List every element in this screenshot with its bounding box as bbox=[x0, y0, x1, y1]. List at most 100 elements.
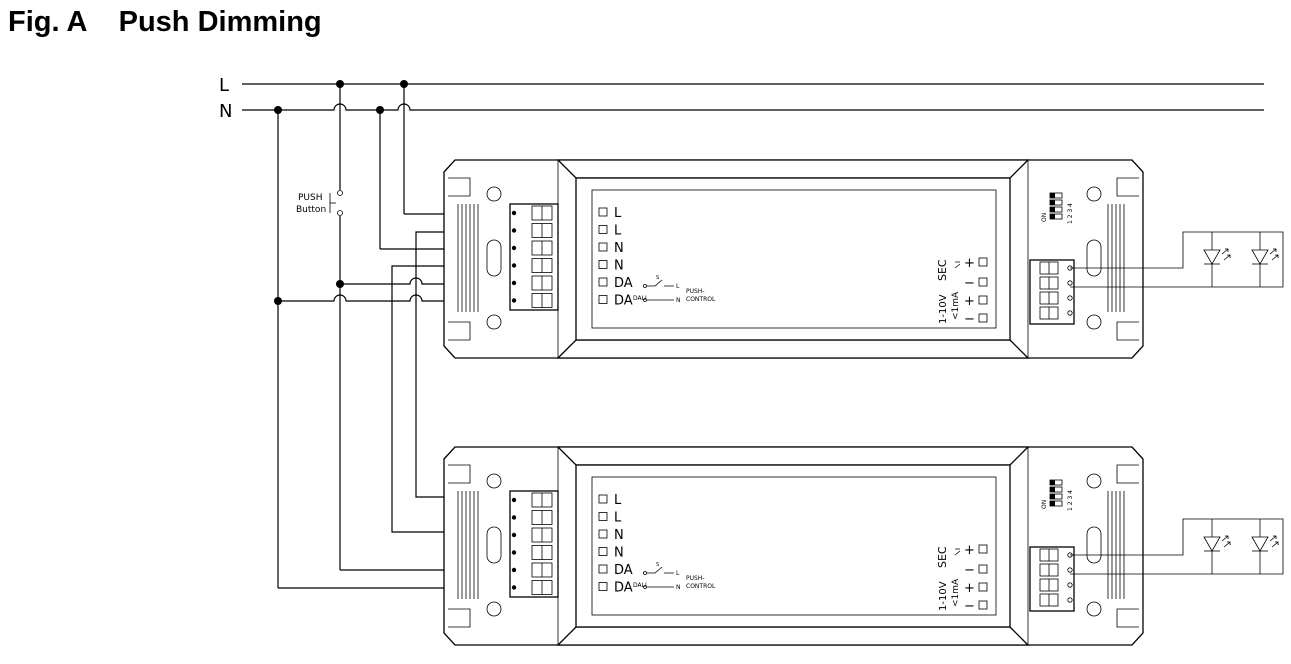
output-label-box bbox=[978, 600, 988, 610]
screw-icon bbox=[1086, 186, 1102, 202]
label-panel bbox=[575, 177, 1011, 341]
schematic-n-label: N bbox=[676, 297, 681, 304]
terminal-dot bbox=[511, 585, 517, 590]
polarity-label: + bbox=[964, 581, 975, 596]
junction-dot bbox=[274, 297, 282, 305]
schematic-s-label: S bbox=[656, 562, 659, 568]
schematic-node bbox=[643, 585, 647, 589]
junction-dot bbox=[336, 280, 344, 288]
strain-relief-slot bbox=[486, 239, 502, 277]
strain-relief-slot bbox=[1086, 239, 1102, 277]
led-2-light-rays-icon bbox=[1269, 248, 1279, 261]
dim-label-1: 1-10V bbox=[938, 581, 949, 611]
junction-dot bbox=[336, 80, 344, 88]
schematic-control-label: CONTROL bbox=[686, 583, 716, 590]
schematic-dali-label: DALI bbox=[633, 582, 647, 589]
output-terminal-node bbox=[1067, 310, 1073, 316]
schematic-push-label: PUSH- bbox=[686, 288, 705, 295]
screw-icon bbox=[486, 186, 502, 202]
dip-numbers: 1 2 3 4 bbox=[1067, 490, 1074, 511]
panel-bevel-bottom bbox=[556, 339, 1030, 359]
led-1-diode-icon bbox=[1203, 536, 1221, 552]
dip-switch-lever bbox=[1050, 207, 1055, 212]
output-terminal-node bbox=[1067, 582, 1073, 588]
terminal-label-box bbox=[598, 295, 608, 304]
led-1-diode-icon bbox=[1203, 249, 1221, 265]
junction-dot bbox=[400, 80, 408, 88]
led-1-light-rays-icon bbox=[1221, 248, 1231, 261]
polarity-label: + bbox=[964, 294, 975, 309]
terminal-label-box bbox=[598, 242, 608, 252]
polarity-label: − bbox=[964, 276, 975, 291]
terminal-label: DA bbox=[614, 294, 633, 309]
screw-icon bbox=[486, 314, 502, 330]
terminal-label-box bbox=[598, 529, 608, 539]
terminal-dot bbox=[511, 210, 517, 216]
mount-slot bbox=[1116, 608, 1139, 628]
terminal-dot bbox=[511, 245, 517, 251]
output-label-box bbox=[978, 295, 988, 305]
output-terminal-node bbox=[1067, 295, 1073, 301]
strain-relief-slot bbox=[1086, 526, 1102, 564]
dip-switch-lever bbox=[1050, 214, 1055, 219]
terminal-label: L bbox=[614, 511, 622, 526]
panel-bevel-top bbox=[556, 159, 1030, 179]
terminal-label: DA bbox=[614, 276, 633, 291]
mount-slot bbox=[448, 464, 471, 484]
label-area bbox=[591, 476, 997, 616]
dip-on-label: ON bbox=[1041, 500, 1048, 509]
schematic-dali-label: DALI bbox=[633, 295, 647, 302]
polarity-label: − bbox=[964, 599, 975, 614]
label-panel bbox=[575, 464, 1011, 628]
screw-icon bbox=[1086, 473, 1102, 489]
schematic-n-label: N bbox=[676, 584, 681, 591]
terminal-label-box bbox=[598, 260, 608, 269]
schematic-node bbox=[643, 298, 647, 302]
terminal-label-box bbox=[598, 207, 608, 217]
terminal-label: N bbox=[614, 259, 624, 274]
led-output-wire bbox=[1070, 518, 1284, 575]
dim-label-1: 1-10V bbox=[938, 294, 949, 324]
terminal-dot bbox=[511, 280, 517, 286]
output-terminal-node bbox=[1067, 597, 1073, 603]
dip-switch-lever bbox=[1050, 193, 1055, 198]
panel-bevel-bottom bbox=[556, 626, 1030, 646]
terminal-label: DA bbox=[614, 581, 633, 596]
terminal-label-box bbox=[598, 277, 608, 287]
dip-numbers: 1 2 3 4 bbox=[1067, 203, 1074, 224]
push-button-symbol bbox=[329, 190, 343, 216]
terminal-dot bbox=[511, 567, 517, 573]
output-label-box bbox=[978, 582, 988, 592]
terminal-label-box bbox=[598, 582, 608, 591]
mount-slot bbox=[1116, 321, 1139, 341]
mount-slot bbox=[448, 321, 471, 341]
terminal-label: N bbox=[614, 546, 624, 561]
terminal-dot bbox=[511, 263, 517, 268]
junction-dot bbox=[274, 106, 282, 114]
mains-neutral-wire bbox=[242, 103, 1264, 111]
screw-icon bbox=[486, 473, 502, 489]
terminal-label: L bbox=[614, 206, 622, 221]
led-2-light-rays-icon bbox=[1269, 535, 1279, 548]
schematic-l-label: L bbox=[676, 283, 680, 290]
polarity-label: − bbox=[964, 563, 975, 578]
schematic-node bbox=[643, 571, 647, 575]
junction-dot bbox=[376, 106, 384, 114]
terminal-label: L bbox=[614, 224, 622, 239]
terminal-label-box bbox=[598, 494, 608, 504]
figure-title: Fig. A Push Dimming bbox=[8, 6, 322, 38]
terminal-label: N bbox=[614, 241, 624, 256]
dip-switch-lever bbox=[1050, 480, 1055, 485]
sec-symbol bbox=[954, 261, 961, 269]
schematic-push-label: PUSH- bbox=[686, 575, 705, 582]
led-1-light-rays-icon bbox=[1221, 535, 1231, 548]
terminal-label-box bbox=[598, 547, 608, 556]
output-label-box bbox=[978, 564, 988, 574]
led-2-diode-icon bbox=[1251, 536, 1269, 552]
mount-slot bbox=[448, 177, 471, 197]
output-label-box bbox=[978, 544, 988, 554]
sec-label: SEC bbox=[936, 259, 949, 281]
dip-switch-lever bbox=[1050, 200, 1055, 205]
